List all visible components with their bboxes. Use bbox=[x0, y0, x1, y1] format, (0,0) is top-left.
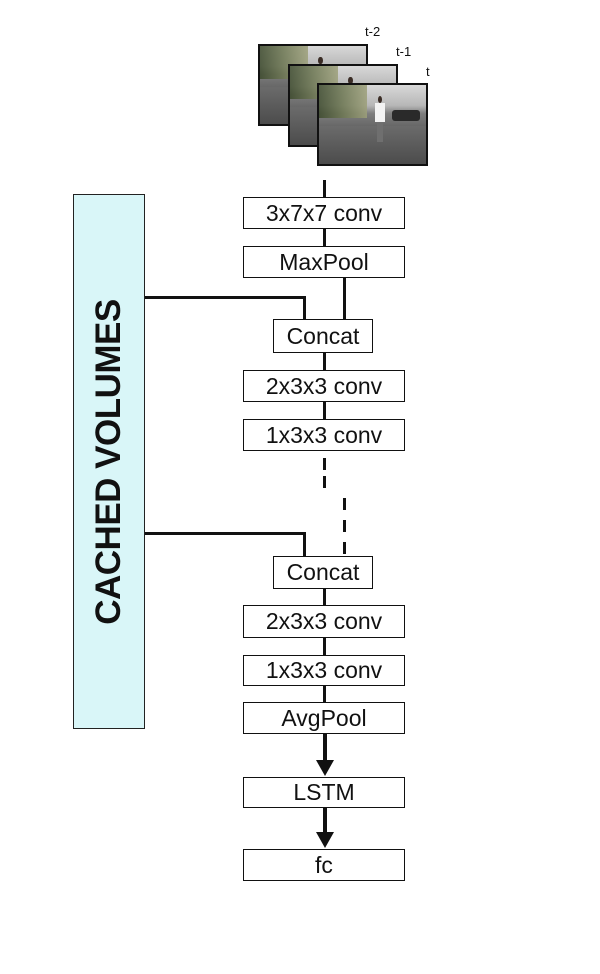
cached-to-concat-2-v bbox=[303, 532, 306, 556]
continuation-dot bbox=[343, 498, 346, 510]
frame-label-t: t bbox=[426, 64, 430, 79]
conv-3x7x7-box: 3x7x7 conv bbox=[243, 197, 405, 229]
conv-to-avgpool-line bbox=[323, 686, 326, 702]
continuation-dot bbox=[323, 476, 326, 488]
input-frame-t bbox=[317, 83, 428, 166]
avgpool-to-lstm-arrow bbox=[316, 734, 334, 776]
conv-2x3x3-box-2: 2x3x3 conv bbox=[243, 605, 405, 638]
concat-2-to-conv-line bbox=[323, 589, 326, 605]
cached-to-concat-1-v bbox=[303, 296, 306, 319]
conv-1x3x3-box-2: 1x3x3 conv bbox=[243, 655, 405, 686]
continuation-dot bbox=[343, 542, 346, 554]
concat-box-1: Concat bbox=[273, 319, 373, 353]
concat-to-conv-line bbox=[323, 353, 326, 370]
cached-to-concat-2-h bbox=[145, 532, 306, 535]
maxpool-to-concat-line bbox=[343, 278, 346, 319]
avgpool-box: AvgPool bbox=[243, 702, 405, 734]
lstm-to-fc-arrow bbox=[316, 806, 334, 848]
maxpool-box: MaxPool bbox=[243, 246, 405, 278]
continuation-dot bbox=[323, 458, 326, 470]
frame-label-t-2: t-2 bbox=[365, 24, 381, 39]
frame-label-t-1: t-1 bbox=[396, 44, 412, 59]
conv-to-maxpool-line bbox=[323, 229, 326, 246]
continuation-dot bbox=[343, 520, 346, 532]
cached-to-concat-1-h bbox=[145, 296, 306, 299]
frames-to-conv-line bbox=[323, 180, 326, 197]
lstm-box: LSTM bbox=[243, 777, 405, 808]
conv-to-conv-line bbox=[323, 402, 326, 419]
concat-box-2: Concat bbox=[273, 556, 373, 589]
conv-to-conv-2-line bbox=[323, 638, 326, 655]
cached-volumes-label: CACHED VOLUMES bbox=[89, 298, 128, 625]
cached-volumes-panel: CACHED VOLUMES bbox=[73, 194, 145, 729]
conv-2x3x3-box-1: 2x3x3 conv bbox=[243, 370, 405, 402]
fc-box: fc bbox=[243, 849, 405, 881]
conv-1x3x3-box-1: 1x3x3 conv bbox=[243, 419, 405, 451]
